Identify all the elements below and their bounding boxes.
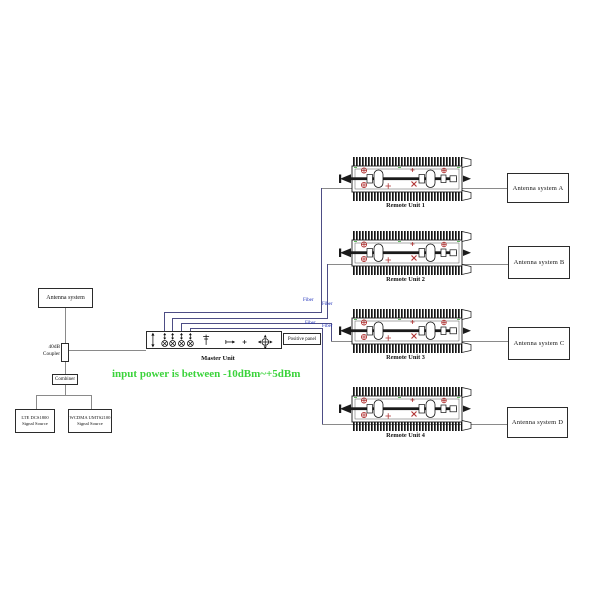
fiber-label-2: Fiber (322, 302, 333, 307)
input-power-note: input power is between -10dBm~+5dBm (112, 368, 301, 380)
antenna-system-c-box: Antenna system C (508, 327, 570, 360)
fiber-label-3: Fiber (305, 321, 316, 326)
wcdma-signal-source-box: WCDMA UMTS2100 Signal Source (68, 409, 112, 433)
wcdma-signal-source-line1: WCDMA UMTS2100 (69, 415, 111, 421)
fiber-stub-ru1 (164, 312, 165, 331)
master-unit-label: Master Unit (201, 355, 235, 362)
fiber-label-4: Fiber (322, 324, 333, 329)
antenna-system-b-label: Antenna system B (513, 259, 565, 266)
coupler-label-line2: Coupler (42, 350, 60, 357)
positive-panel-box: Positive panel (283, 333, 321, 345)
wire-coupler-to-master (69, 350, 146, 351)
antenna-system-b-box: Antenna system B (508, 246, 570, 279)
source-antenna-system-box: Antenna system (38, 288, 93, 308)
fiber-label-1: Fiber (303, 298, 314, 303)
fiber-run-ru3 (181, 323, 332, 324)
positive-panel-label: Positive panel (287, 336, 317, 342)
wire-branch-lte (36, 395, 37, 410)
fiber-stub-ru2 (172, 318, 173, 331)
wire-branch-wcdma (91, 395, 92, 410)
remote-unit-1: Remote Unit 1 (338, 157, 473, 213)
fiber-run-ru4 (190, 328, 322, 329)
fiber-stub-ru4 (190, 328, 191, 331)
remote-unit-4: Remote Unit 4 (338, 387, 473, 443)
wire-combiner-branch (36, 395, 92, 396)
remote-unit-2: Remote Unit 2 (338, 231, 473, 287)
remote-unit-1-label: Remote Unit 1 (386, 202, 425, 209)
coupler-symbol (61, 343, 69, 362)
source-antenna-system-label: Antenna system (46, 295, 85, 301)
wire-combiner-stub (65, 385, 66, 395)
fiber-run-ru2 (172, 318, 328, 319)
coupler-label: 40dB Coupler (34, 344, 60, 358)
remote-unit-3: Remote Unit 3 (338, 309, 473, 365)
combiner-label: Combiner (55, 377, 75, 382)
fiber-riser-ru1 (321, 188, 322, 313)
wire-antenna-to-coupler (65, 308, 66, 343)
remote-unit-2-label: Remote Unit 2 (386, 276, 425, 283)
fiber-run-ru1 (164, 312, 322, 313)
wcdma-signal-source-line2: Signal Source (77, 421, 103, 426)
fiber-riser-ru2 (327, 264, 328, 319)
lte-signal-source-box: LTE DCS1800 Signal Source (15, 409, 55, 433)
remote-unit-graphic (338, 157, 472, 201)
wire-coupler-to-combiner (65, 362, 66, 375)
antenna-system-d-label: Antenna system D (511, 419, 564, 426)
remote-unit-graphic (338, 231, 472, 275)
fiber-stub-ru3 (181, 323, 182, 331)
remote-unit-graphic (338, 387, 472, 431)
antenna-system-a-box: Antenna system A (507, 173, 569, 203)
coupler-label-line1: 40dB (48, 344, 60, 350)
lte-signal-source-line2: Signal Source (22, 421, 48, 426)
combiner-box: Combiner (52, 374, 78, 385)
remote-unit-graphic (338, 309, 472, 353)
antenna-system-c-label: Antenna system C (513, 340, 565, 347)
remote-unit-3-label: Remote Unit 3 (386, 354, 425, 361)
master-unit-box (146, 331, 282, 349)
antenna-system-d-box: Antenna system D (507, 407, 568, 438)
fiber-drop-ru4 (322, 328, 323, 424)
lte-signal-source-line1: LTE DCS1800 (21, 415, 49, 421)
remote-unit-4-label: Remote Unit 4 (386, 432, 425, 439)
master-unit-ports-graphic (147, 331, 281, 349)
fiber-drop-ru3 (331, 323, 332, 341)
antenna-system-a-label: Antenna system A (512, 184, 564, 192)
